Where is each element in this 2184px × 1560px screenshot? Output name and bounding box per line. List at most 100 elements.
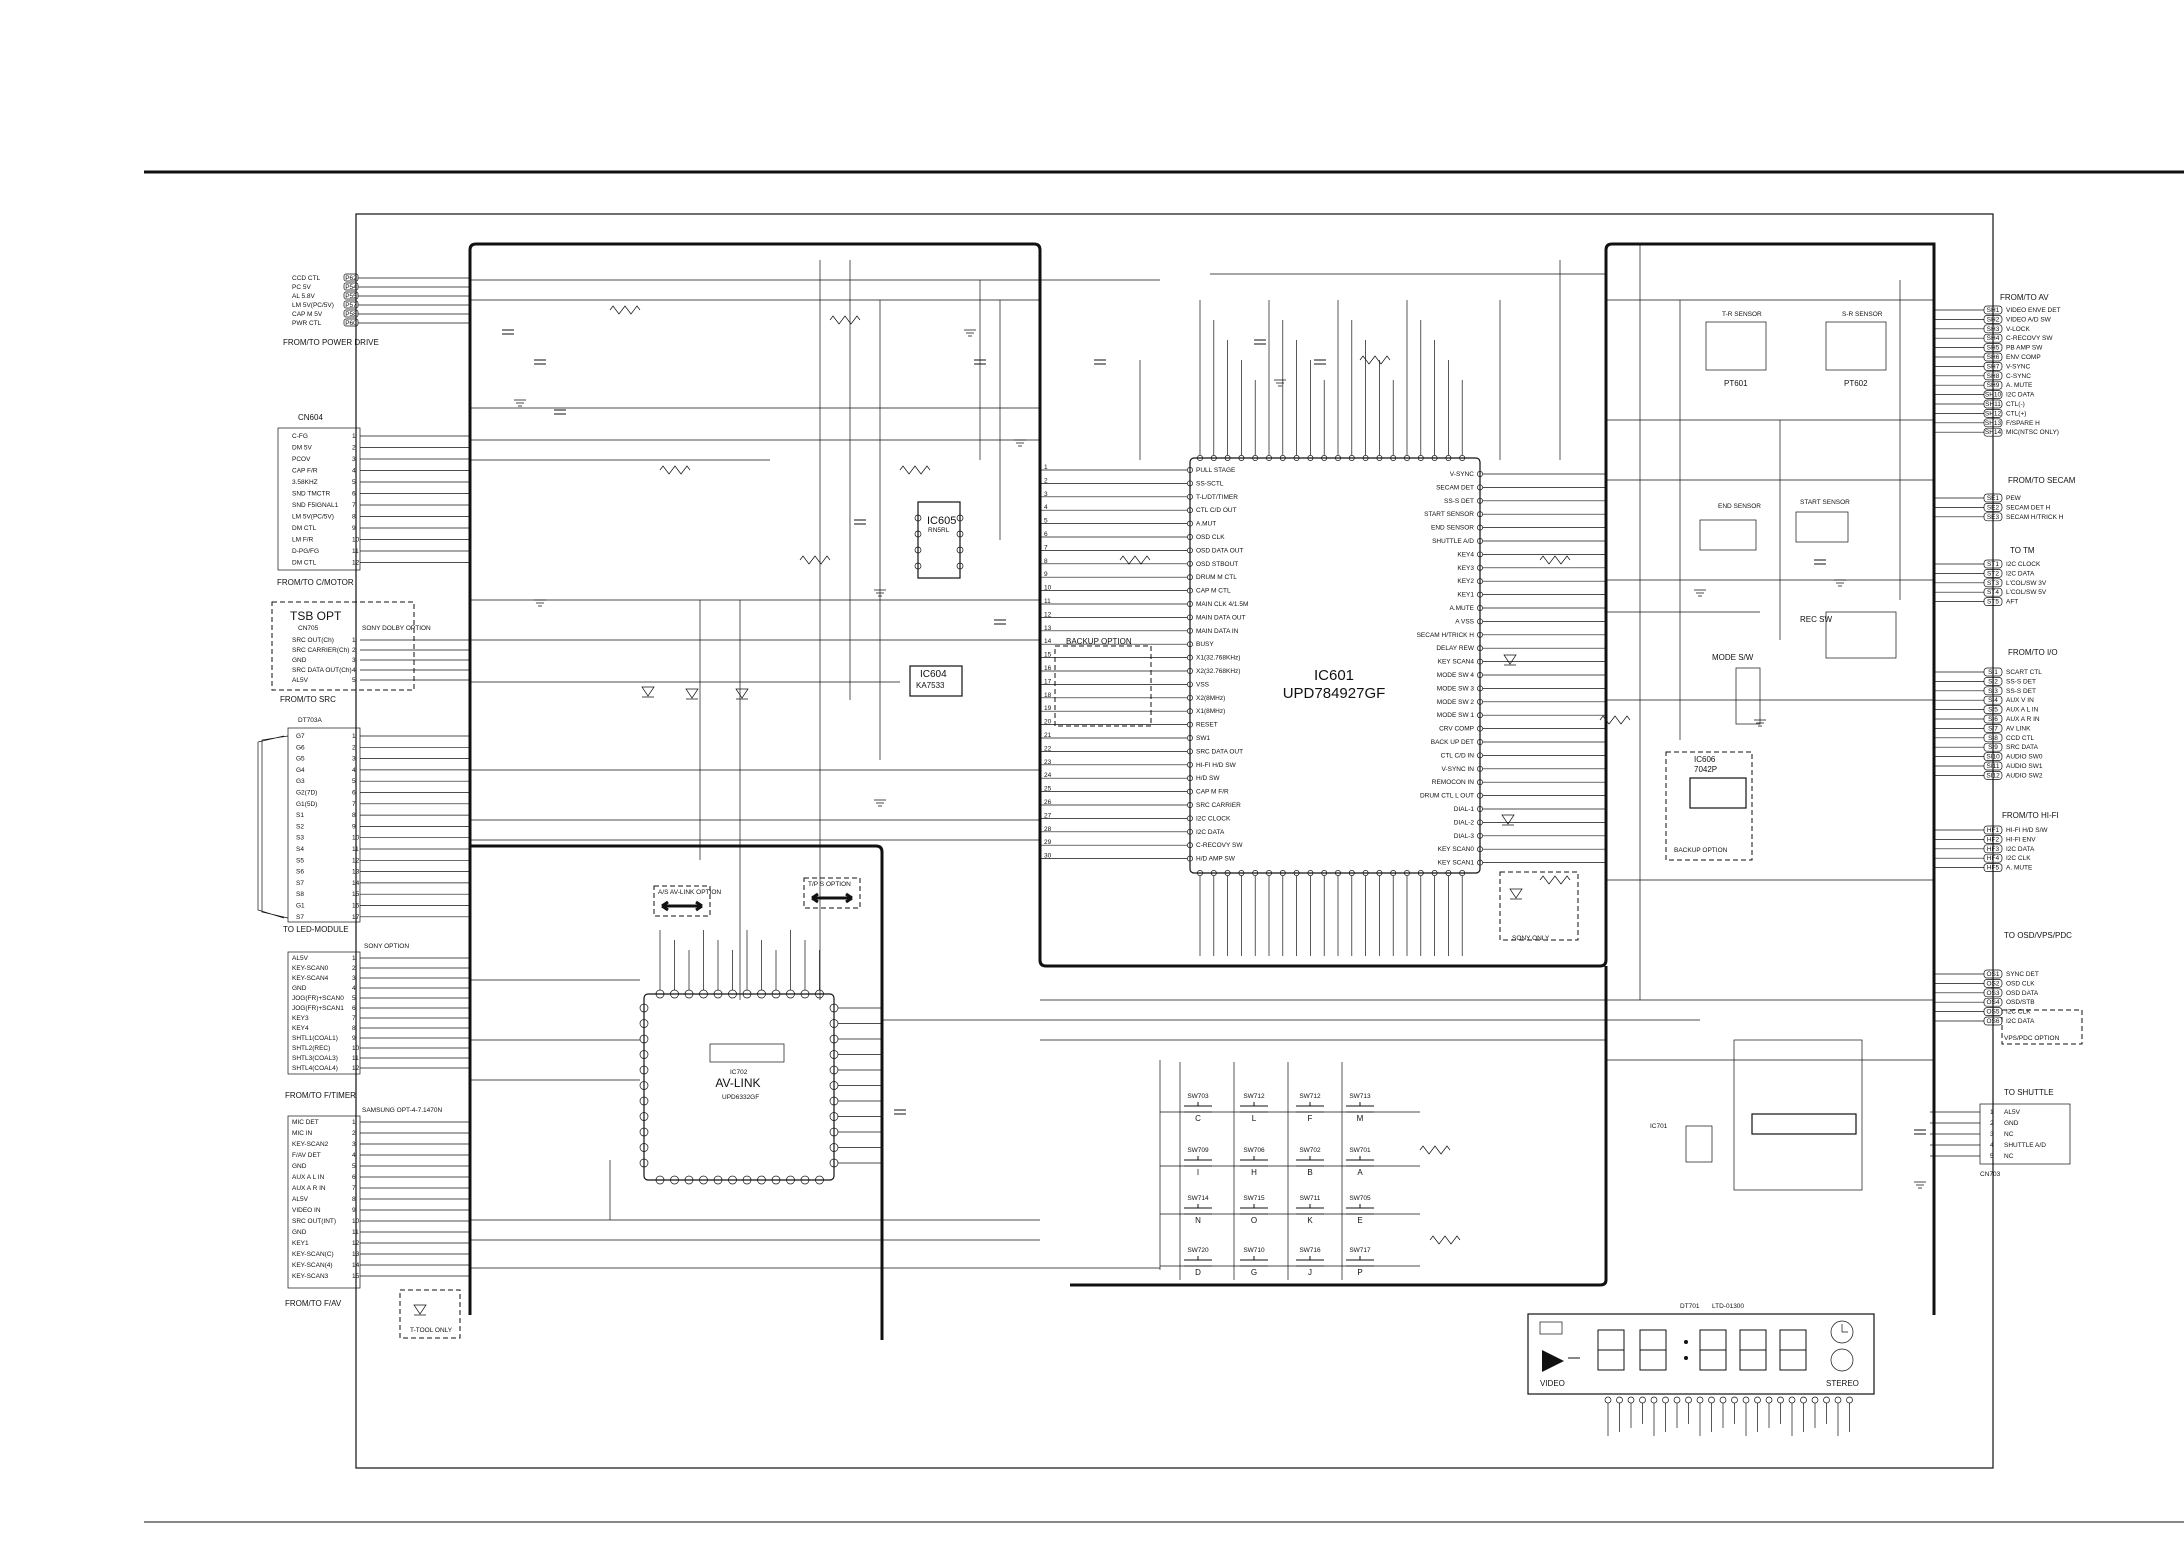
- ftimer-pin-label: KEY3: [292, 1015, 309, 1022]
- ic601-top-pin: [1252, 455, 1259, 461]
- ic601-left-pin-name: VSS: [1196, 681, 1210, 688]
- avlink-option-box: [653, 885, 711, 917]
- ic601-left-pin: [1187, 493, 1193, 500]
- av-pin-number: SH6: [1987, 354, 2000, 361]
- ic601-right-pin-name: BACK UP DET: [1431, 739, 1474, 746]
- power-drive-pin-label: CAP M 5V: [292, 311, 323, 318]
- ic601-left-pin: [1187, 842, 1193, 849]
- display-pin: [1742, 1396, 1750, 1404]
- resistor: [1419, 1145, 1451, 1155]
- fav-pin-number: 15: [352, 1273, 360, 1280]
- resistor: [659, 465, 691, 475]
- tm-pin-box: [1983, 578, 2003, 588]
- key-switch-cap: G: [1251, 1268, 1257, 1277]
- ic601-right-pin: [1477, 739, 1483, 745]
- fav-pin-label: KEY1: [292, 1240, 309, 1247]
- led-pin-label: G1(5D): [296, 801, 317, 808]
- display-tape-icon: [1539, 1321, 1563, 1335]
- shuttle-pin-number: 3: [1990, 1131, 1994, 1138]
- ic601-right-pin: [1477, 631, 1483, 638]
- secam-pin-label: PEW: [2006, 495, 2022, 502]
- ic601-top-pin: [1335, 455, 1341, 461]
- av-pin-box: [1983, 390, 2003, 399]
- ic601-bottom-pin: [1335, 870, 1341, 876]
- av-pin-label: C-RECOVY SW: [2006, 335, 2053, 342]
- shuttle-pin-number: 2: [1990, 1120, 1994, 1127]
- pt601-label: PT601: [1724, 379, 1748, 388]
- cn604-pin-label: DM 5V: [292, 445, 313, 452]
- led-pin-number: 9: [352, 823, 356, 830]
- ic601-bottom-pin: [1279, 870, 1286, 876]
- ic601-left-pin-name: X2(8MHz): [1196, 695, 1225, 702]
- ic601-bottom-pin: [1431, 870, 1438, 876]
- t-sensor-label: T-R SENSOR: [1722, 311, 1762, 318]
- av-link-left-pin: [639, 1019, 649, 1028]
- resistor: [1359, 355, 1391, 365]
- ftimer-box: [287, 951, 361, 1075]
- diode: [413, 1304, 427, 1316]
- ic601-left-pin-name: SRC DATA OUT: [1196, 748, 1243, 755]
- hifi-pin-label: A. MUTE: [2006, 865, 2033, 872]
- seven-segment-digit: [1639, 1329, 1667, 1371]
- tsb-pin-label: AL5V: [292, 677, 309, 684]
- cn604-pin-label: DM CTL: [292, 560, 317, 567]
- ic601-left-pin-number: 10: [1044, 585, 1052, 592]
- io-pin-number: SI3: [1988, 688, 1998, 695]
- ic601-left-pin-number: 3: [1044, 491, 1048, 498]
- av-link-left-pin: [639, 1112, 649, 1121]
- osd-pin-number: OS6: [1986, 1018, 1999, 1025]
- ic601-left-pin-name: CTL C/D OUT: [1196, 507, 1237, 514]
- io-pin-number: SI7: [1988, 725, 1998, 732]
- ftimer-note: SONY OPTION: [364, 943, 409, 950]
- ic601-left-pin-number: 8: [1044, 558, 1048, 565]
- io-pin-label: AUX A R IN: [2006, 716, 2040, 723]
- resistor: [1539, 555, 1571, 565]
- av-pin-box: [1983, 418, 2003, 428]
- power-drive-pin-box: [343, 273, 359, 282]
- io-pin-label: SRC DATA: [2006, 744, 2039, 751]
- ic606-dashed-box: [1665, 751, 1753, 861]
- ic701-outline: [1733, 1039, 1863, 1191]
- outer-frame: [355, 213, 1994, 1469]
- power-drive-pin-number: P62: [345, 275, 357, 282]
- led-pin-label: S3: [296, 835, 304, 842]
- io-pin-label: AUDIO SW0: [2006, 754, 2043, 761]
- secam-pin-box: [1983, 512, 2003, 522]
- ftimer-pin-label: AL5V: [292, 955, 309, 962]
- display-part: LTD-01300: [1712, 1303, 1744, 1310]
- display-pin: [1627, 1396, 1635, 1404]
- ftimer-pin-number: 4: [352, 985, 356, 992]
- shuttle-pin-number: 4: [1990, 1142, 1994, 1149]
- av-pin-label: ENV COMP: [2006, 354, 2041, 361]
- ic601-right-pin: [1477, 497, 1483, 504]
- ic605-pin: [956, 530, 964, 538]
- led-pin-label: G5: [296, 756, 305, 763]
- av-pin-label: MIC(NTSC ONLY): [2006, 429, 2059, 436]
- resistor: [1429, 1235, 1461, 1245]
- tsb-pin-number: 4: [352, 667, 356, 674]
- display-pin: [1754, 1396, 1761, 1404]
- ic601-left-pin-name: OSD DATA OUT: [1196, 547, 1243, 554]
- ic601-right-pin: [1477, 792, 1483, 799]
- ftimer-pin-number: 10: [352, 1045, 360, 1052]
- display-pin: [1673, 1396, 1681, 1404]
- secam-pin-number: SE1: [1987, 495, 2000, 502]
- ic601-right-pin-name: CTL C/D IN: [1441, 752, 1475, 759]
- ic601-left-pin: [1187, 694, 1193, 701]
- ic601-left-pin-number: 15: [1044, 652, 1052, 659]
- ic601-bottom-pin: [1293, 870, 1300, 876]
- key-switch-cap: D: [1195, 1268, 1201, 1277]
- osd-pin-label: OSD/STB: [2006, 999, 2035, 1006]
- led-pin-label: S2: [296, 823, 304, 830]
- ic605-part: RN5RL: [928, 527, 950, 534]
- av-pin-box: [1983, 305, 2003, 315]
- av-link-left-pin: [639, 1081, 649, 1090]
- ic601-right-pin-name: SHUTTLE A/D: [1432, 538, 1474, 545]
- ground-symbol: [514, 399, 526, 407]
- fav-pin-label: KEY-SCAN3: [292, 1273, 329, 1280]
- ground-symbol: [534, 599, 546, 607]
- ic601-left-pin: [1187, 641, 1193, 648]
- display-clock-icon: [1830, 1320, 1854, 1344]
- av-link-left-pin: [639, 1127, 649, 1137]
- display-colon: [1684, 1340, 1688, 1344]
